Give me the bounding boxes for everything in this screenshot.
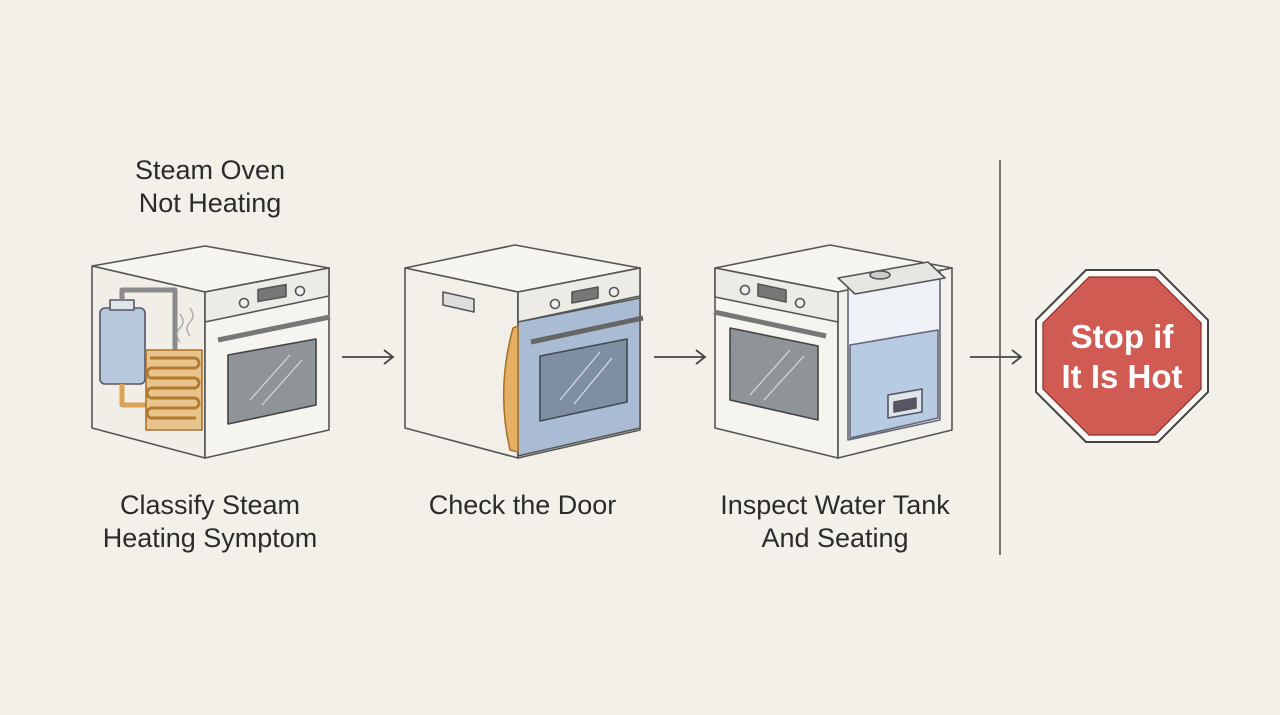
step-label-line-2: Heating Symptom — [102, 523, 318, 553]
step-label-line-1: Inspect Water Tank — [720, 490, 950, 520]
step-label-line-1: Classify Steam — [119, 490, 301, 520]
page-title: Steam Oven Not Heating — [110, 154, 310, 220]
step-label-line-2: And Seating — [761, 523, 909, 553]
title-line-2: Not Heating — [138, 188, 282, 218]
step-label-door: Check the Door — [400, 489, 645, 522]
oven-water-tank — [713, 244, 953, 459]
stop-sign-label: Stop if It Is Hot — [1036, 317, 1208, 397]
oven-cutaway-steam-generator — [91, 245, 331, 459]
stop-sign-line-2: It Is Hot — [1061, 358, 1183, 395]
arrow-right-icon — [342, 349, 395, 365]
oven-door-check — [404, 244, 644, 459]
title-line-1: Steam Oven — [134, 155, 286, 185]
stop-sign-icon — [1035, 269, 1209, 443]
arrow-right-icon — [654, 349, 707, 365]
step-label-water-tank: Inspect Water Tank And Seating — [700, 489, 970, 555]
step-label-classify: Classify Steam Heating Symptom — [80, 489, 340, 555]
arrow-right-icon — [970, 349, 1023, 365]
stop-sign-line-1: Stop if — [1070, 318, 1174, 355]
step-label-line-1: Check the Door — [428, 490, 617, 520]
